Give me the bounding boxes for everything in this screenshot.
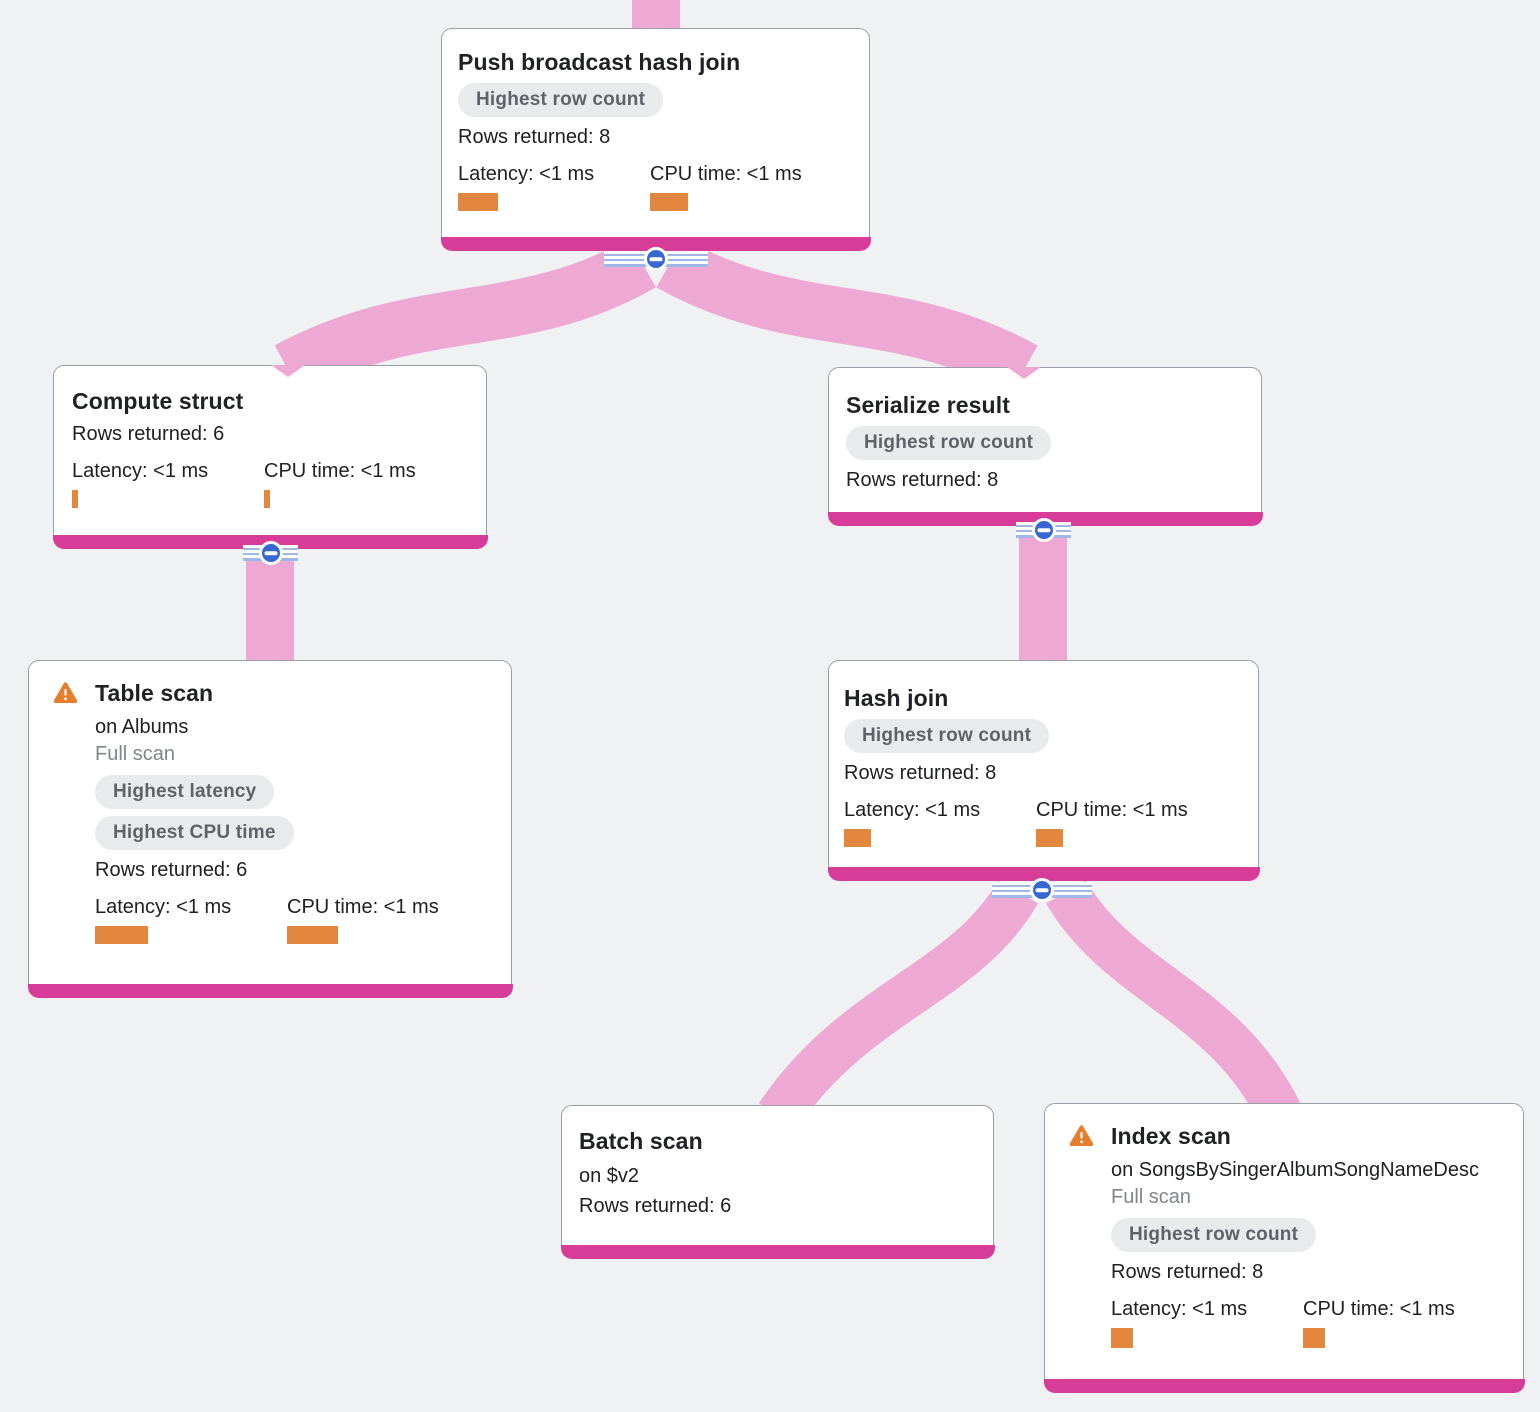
latency-meter-bar [95, 926, 148, 944]
scan-target: on SongsBySingerAlbumSongNameDesc [1111, 1159, 1479, 1181]
cpu-time-label: CPU time: <1 ms [1036, 799, 1188, 821]
cpu-time-label: CPU time: <1 ms [650, 163, 802, 185]
rows-returned: Rows returned: 8 [1111, 1261, 1264, 1283]
node-index-scan[interactable]: Index scan on SongsBySingerAlbumSongName… [1043, 1103, 1525, 1393]
minus-icon [264, 551, 277, 555]
node-title: Batch scan [579, 1128, 703, 1154]
node-footer-bar [1043, 1378, 1525, 1393]
collapse-button[interactable] [258, 541, 283, 565]
rows-returned: Rows returned: 6 [72, 423, 225, 445]
node-title: Index scan [1111, 1123, 1231, 1149]
node-title: Table scan [95, 680, 214, 706]
cpu-time-label: CPU time: <1 ms [287, 896, 439, 918]
badge-highest-row-count: Highest row count [846, 426, 1052, 460]
edge-push-to-compute [274, 238, 656, 395]
node-title: Compute struct [72, 388, 244, 414]
scan-type: Full scan [1111, 1186, 1192, 1208]
latency-label: Latency: <1 ms [458, 163, 595, 185]
node-footer-bar [827, 866, 1260, 881]
minus-icon [1035, 888, 1049, 892]
badge-highest-row-count: Highest row count [844, 719, 1050, 753]
node-push-broadcast-hash-join[interactable]: Push broadcast hash join Highest row cou… [440, 28, 871, 251]
collapse-handle-compute [243, 541, 298, 565]
cpu-time-meter-bar [1036, 829, 1063, 847]
node-hash-join[interactable]: Hash join Highest row count Rows returne… [827, 660, 1260, 881]
node-table-scan[interactable]: Table scan on Albums Full scan Highest l… [27, 660, 513, 998]
latency-meter-bar [1111, 1328, 1133, 1348]
latency-meter-bar [458, 193, 498, 211]
collapse-handle-serialize [1016, 518, 1071, 542]
latency-label: Latency: <1 ms [72, 460, 209, 482]
rows-returned: Rows returned: 8 [458, 126, 611, 148]
collapse-button[interactable] [644, 247, 668, 271]
latency-label: Latency: <1 ms [95, 896, 232, 918]
minus-icon [649, 257, 663, 261]
cpu-time-label: CPU time: <1 ms [1303, 1298, 1455, 1320]
collapse-handle-push [604, 247, 708, 271]
node-footer-bar [560, 1244, 995, 1259]
node-serialize-result[interactable]: Serialize result Highest row count Rows … [827, 367, 1263, 526]
collapse-handle-hash [992, 878, 1092, 902]
badge-highest-latency: Highest latency [95, 775, 275, 809]
rows-returned: Rows returned: 8 [844, 762, 997, 784]
cpu-time-meter-bar [650, 193, 688, 211]
rows-returned: Rows returned: 6 [579, 1195, 732, 1217]
warning-triangle-icon [1069, 1125, 1094, 1146]
cpu-time-meter-bar [1303, 1328, 1325, 1348]
latency-label: Latency: <1 ms [844, 799, 981, 821]
node-footer-bar [440, 236, 871, 251]
node-title: Hash join [844, 685, 949, 711]
edge-tip-serialize [1007, 367, 1041, 379]
rows-returned: Rows returned: 6 [95, 859, 248, 881]
edge-push-to-serialize [656, 238, 1038, 395]
edge-hash-to-batch [758, 880, 1038, 1130]
rows-returned: Rows returned: 8 [846, 469, 999, 491]
node-footer-bar [27, 983, 513, 998]
node-batch-scan[interactable]: Batch scan on $v2 Rows returned: 6 [560, 1105, 995, 1259]
badge-highest-row-count: Highest row count [1111, 1218, 1317, 1252]
cpu-time-label: CPU time: <1 ms [264, 460, 416, 482]
collapse-button[interactable] [1031, 518, 1056, 542]
latency-meter-bar [844, 829, 871, 847]
cpu-time-meter-bar [264, 490, 270, 508]
node-title: Push broadcast hash join [458, 49, 741, 75]
scan-type: Full scan [95, 743, 176, 765]
warning-triangle-icon [53, 682, 78, 703]
edge-tip-compute [271, 365, 305, 377]
minus-icon [1037, 528, 1050, 532]
badge-highest-row-count: Highest row count [458, 83, 664, 117]
badge-highest-cpu-time: Highest CPU time [95, 816, 294, 850]
scan-target: on Albums [95, 716, 189, 738]
latency-meter-bar [72, 490, 78, 508]
scan-target: on $v2 [579, 1165, 640, 1187]
node-compute-struct[interactable]: Compute struct Rows returned: 6 Latency:… [52, 365, 488, 549]
cpu-time-meter-bar [287, 926, 338, 944]
node-title: Serialize result [846, 392, 1010, 418]
collapse-button[interactable] [1030, 878, 1054, 902]
edge-hash-to-index [1046, 879, 1302, 1127]
latency-label: Latency: <1 ms [1111, 1298, 1248, 1320]
